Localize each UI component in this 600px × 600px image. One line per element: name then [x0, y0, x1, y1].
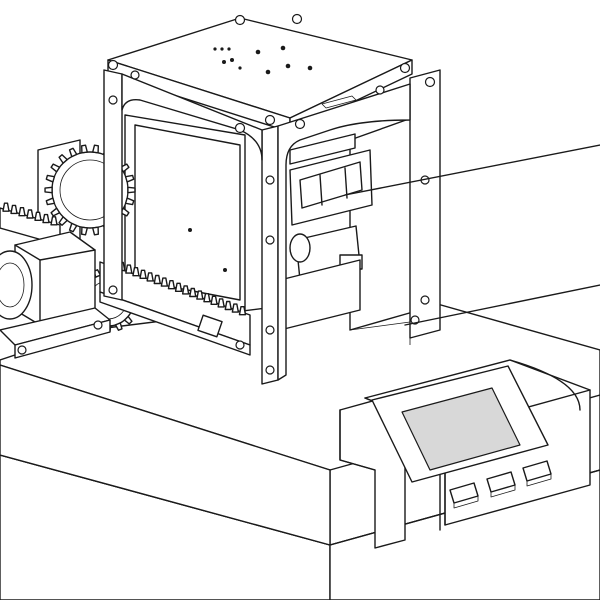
- gear-tooth: [92, 226, 100, 236]
- rack-tooth: [160, 277, 169, 287]
- rack-tooth: [125, 264, 133, 274]
- rack-tooth: [10, 204, 18, 215]
- rack-tooth: [42, 213, 50, 224]
- gear-tooth: [114, 322, 123, 331]
- top-plate-holes: [213, 45, 313, 75]
- rack-tooth: [26, 209, 34, 219]
- leader-line-2: [404, 284, 600, 326]
- clamp-jaw: [299, 161, 363, 209]
- panel-hole-2: [223, 268, 227, 272]
- front-left-post: [261, 125, 279, 385]
- rack-tooth: [181, 285, 190, 295]
- gear-tooth: [58, 216, 68, 226]
- motor-mount-side: [14, 319, 111, 359]
- rack-tooth: [189, 287, 197, 298]
- leader-lines: [344, 144, 600, 326]
- rack-tooth: [146, 272, 154, 282]
- gear-tooth: [80, 144, 88, 154]
- gear-tooth: [50, 163, 61, 173]
- gear-tooth: [124, 174, 135, 183]
- rack-tooth: [153, 274, 161, 285]
- gear-tooth: [45, 174, 56, 183]
- rack-tooth: [231, 303, 240, 313]
- gear-tooth: [50, 207, 61, 217]
- panel-hole-1: [188, 228, 192, 232]
- cube-frame: [103, 13, 441, 385]
- gear-tooth: [45, 197, 56, 206]
- clamp-rod-2: [344, 167, 348, 199]
- rack-tooth: [174, 282, 183, 292]
- motor: [0, 231, 111, 359]
- rack-tooth: [18, 207, 26, 217]
- gear-tooth: [68, 222, 78, 233]
- rack-tooth: [167, 280, 176, 290]
- rack-tooth: [238, 306, 247, 316]
- leader-line-1: [344, 144, 600, 196]
- control-button-3[interactable]: [522, 460, 552, 487]
- rack-tooth: [196, 290, 204, 300]
- gear-tooth: [80, 226, 88, 236]
- mount-screw-2: [93, 320, 103, 330]
- gear-tooth: [124, 197, 135, 206]
- rack-tooth: [132, 267, 140, 277]
- gear-tooth: [123, 315, 133, 325]
- top-plate-slot: [321, 95, 357, 109]
- clamp-rod-1: [319, 174, 323, 206]
- front-frame-arch: [277, 83, 411, 381]
- rack-tooth: [224, 300, 232, 311]
- front-right-post: [409, 69, 441, 339]
- rack-tooth: [203, 293, 211, 303]
- mount-screw-1: [17, 345, 27, 355]
- rack: [99, 256, 251, 356]
- gear-tooth: [92, 144, 100, 154]
- left-back-post: [103, 69, 123, 301]
- rack-tooth: [139, 269, 147, 279]
- rack-tooth: [34, 211, 42, 221]
- control-button-1[interactable]: [449, 482, 479, 509]
- control-buttons: [449, 460, 552, 509]
- console-curve: [509, 359, 581, 411]
- lcd-display: [401, 387, 521, 471]
- cross-bar: [289, 133, 356, 165]
- rack-end-block: [197, 314, 223, 338]
- motor-endcap: [0, 250, 33, 320]
- motor-endcap-ring: [0, 262, 25, 308]
- gear-tooth: [68, 147, 78, 158]
- gear-tooth: [127, 186, 136, 194]
- gear-tooth: [44, 186, 53, 194]
- rack-tooth: [217, 298, 225, 308]
- base-left-panel: [0, 364, 331, 546]
- clamp-knob: [289, 233, 311, 263]
- gear-tooth: [58, 154, 68, 164]
- rack-tooth: [210, 295, 218, 305]
- corner-screws: [107, 13, 436, 375]
- control-button-2[interactable]: [486, 471, 516, 498]
- lcd-screen: [371, 365, 549, 483]
- rack-tooth: [50, 216, 58, 226]
- channel-inner-edge: [339, 409, 376, 471]
- inner-back-plate: [134, 124, 241, 301]
- rack-tooth: [2, 202, 10, 212]
